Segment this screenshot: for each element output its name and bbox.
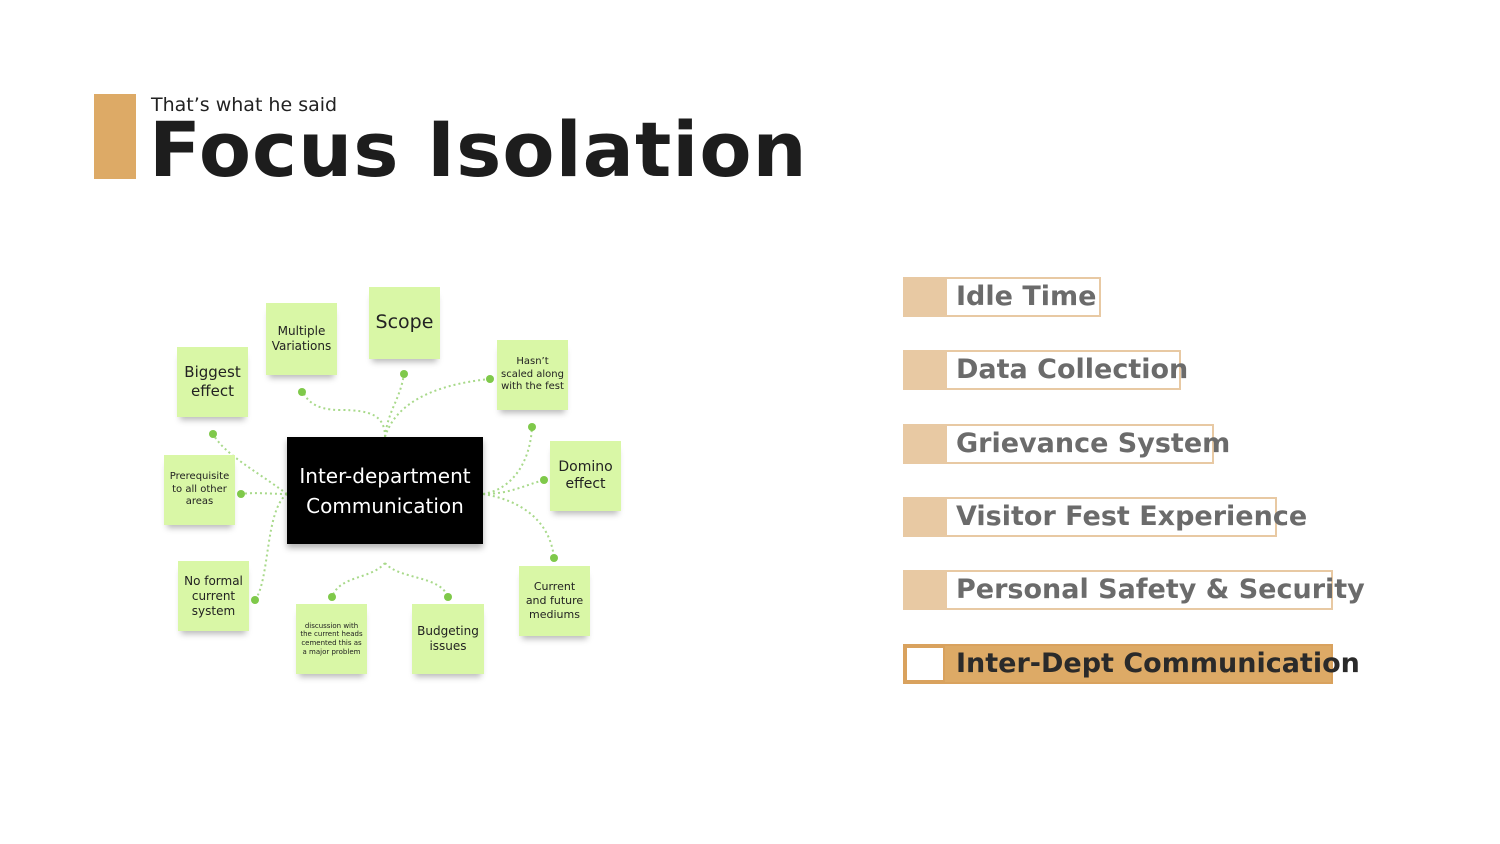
connector-hasnt-scaled	[384, 378, 491, 438]
connector-dot	[209, 430, 217, 438]
note-budgeting: Budgeting issues	[412, 604, 484, 674]
connector-multiple-variations	[301, 387, 386, 438]
note-multiple-variations: Multiple Variations	[266, 303, 337, 375]
topic-label: Visitor Fest Experience	[956, 501, 1308, 532]
connector-prerequisite	[240, 492, 288, 495]
topic-label: Inter-Dept Communication	[956, 648, 1360, 679]
topic-swatch	[903, 570, 947, 610]
connector-scope	[384, 373, 405, 438]
note-biggest-effect: Biggest effect	[177, 347, 248, 417]
topic-inter-dept-communication[interactable]: Inter-Dept Communication	[903, 644, 1360, 684]
topic-label: Data Collection	[956, 354, 1189, 385]
topic-swatch	[903, 424, 947, 464]
note-domino-effect: Domino effect	[550, 441, 621, 511]
connector-dot	[528, 423, 536, 431]
topic-personal-safety-security[interactable]: Personal Safety & Security	[903, 570, 1365, 610]
note-discussion: discussion with the current heads cement…	[296, 604, 367, 674]
topic-label: Personal Safety & Security	[956, 574, 1365, 605]
topic-visitor-fest-experience[interactable]: Visitor Fest Experience	[903, 497, 1307, 537]
title-accent-bar	[94, 94, 136, 179]
note-current-future: Current and future mediums	[519, 566, 590, 636]
connector-dot	[251, 596, 259, 604]
note-hasnt-scaled: Hasn’t scaled along with the fest	[497, 340, 568, 410]
note-no-formal-system: No formal current system	[178, 561, 249, 631]
connector-hasnt-low	[482, 426, 533, 495]
topic-data-collection[interactable]: Data Collection	[903, 350, 1188, 390]
connector-dot	[486, 375, 494, 383]
connector-dot	[540, 476, 548, 484]
topic-grievance-system[interactable]: Grievance System	[903, 424, 1230, 464]
topic-swatch	[903, 350, 947, 390]
connector-current	[482, 493, 555, 559]
mind-map-center: Inter-department Communication	[287, 437, 483, 544]
connector-biggest	[212, 433, 288, 495]
note-prerequisite: Prerequisite to all other areas	[164, 455, 235, 525]
connector-dot	[328, 593, 336, 601]
connector-budgeting	[384, 562, 449, 598]
connector-dot	[550, 554, 558, 562]
topic-swatch	[903, 277, 947, 317]
page-subtitle: That’s what he said	[151, 94, 338, 116]
topic-swatch	[903, 497, 947, 537]
connector-no-formal	[254, 493, 288, 601]
note-scope: Scope	[369, 287, 440, 359]
topic-swatch	[905, 646, 945, 682]
topic-idle-time[interactable]: Idle Time	[903, 277, 1101, 317]
connector-domino	[482, 479, 545, 495]
connector-discussion	[331, 562, 386, 598]
connector-dot	[400, 370, 408, 378]
page-title: Focus Isolation	[149, 105, 808, 194]
topic-label: Idle Time	[956, 281, 1097, 312]
connector-dot	[237, 490, 245, 498]
connector-dot	[298, 388, 306, 396]
connector-dot	[444, 593, 452, 601]
topic-label: Grievance System	[956, 428, 1231, 459]
